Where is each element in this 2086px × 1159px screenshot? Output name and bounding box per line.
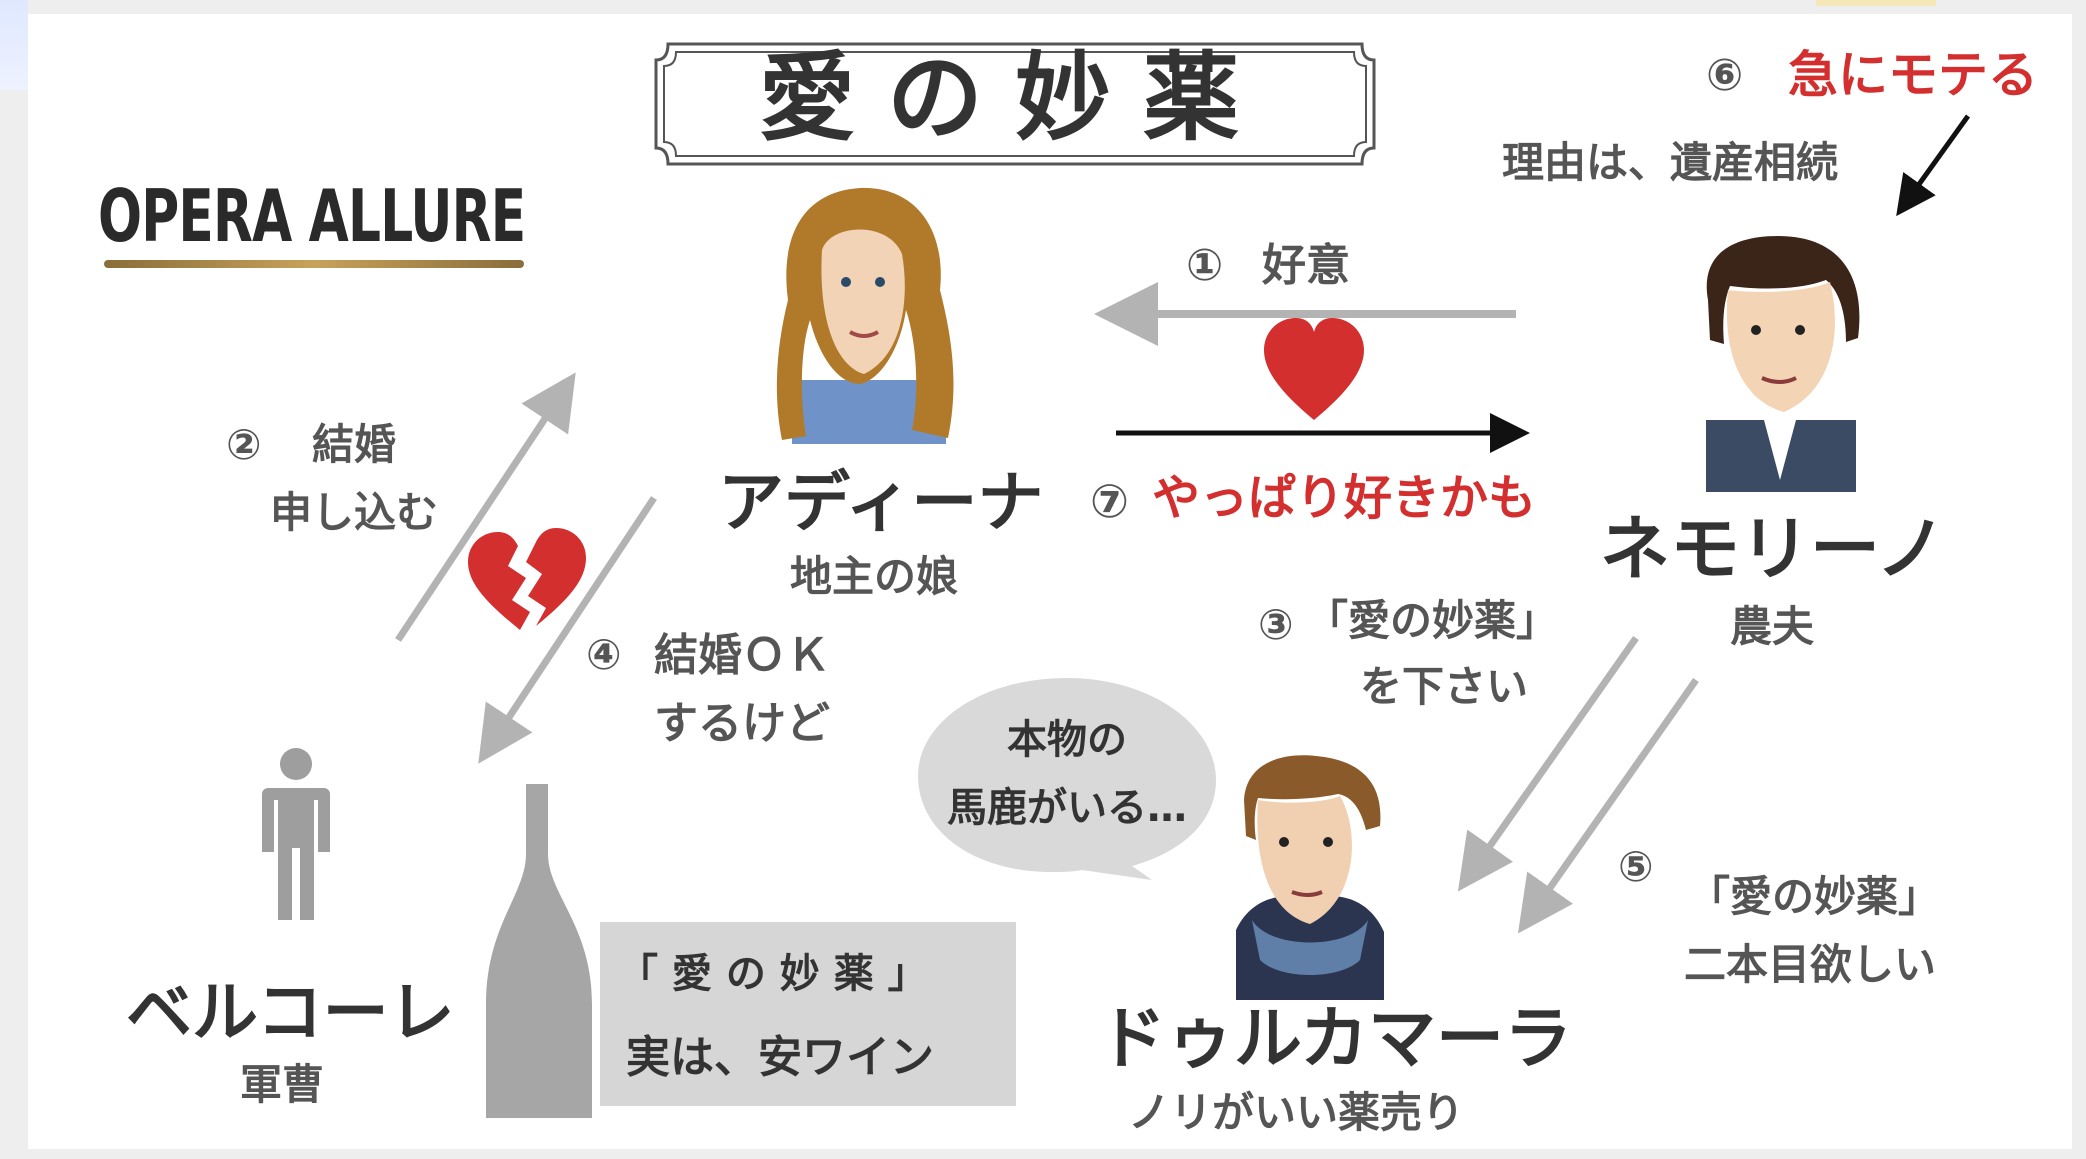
belcore-name: ベルコーレ xyxy=(126,974,455,1051)
adina-portrait xyxy=(776,187,954,444)
relation-5-line-2: 二本目欲しい xyxy=(1684,940,1937,989)
title-plaque xyxy=(654,42,1376,166)
arrow-second-bottle xyxy=(1517,677,1699,934)
relation-2-line-2: 申し込む xyxy=(270,488,439,537)
broken-heart-icon xyxy=(468,528,586,630)
arrow-proposal xyxy=(395,372,576,642)
person-icon xyxy=(262,748,330,920)
relation-3-number: ③ xyxy=(1258,600,1294,649)
relation-1-number: ① xyxy=(1186,240,1224,291)
relation-6-label: 急にモテる xyxy=(1788,46,2038,104)
relation-4-line-2: するけど xyxy=(654,698,830,749)
heart-icon xyxy=(1264,318,1364,420)
relation-1-label: 好意 xyxy=(1262,240,1350,291)
relation-3-line-2: を下さい xyxy=(1360,662,1529,711)
speech-line-2: 馬鹿がいる… xyxy=(947,785,1187,831)
dulcamara-role: ノリがいい薬売り xyxy=(1128,1088,1465,1137)
corner-accent xyxy=(1816,0,1936,6)
dulcamara-portrait xyxy=(1236,755,1384,1000)
nemorino-role: 農夫 xyxy=(1730,602,1815,651)
dulcamara-name: ドゥルカマーラ xyxy=(1098,1000,1572,1079)
speech-line-1: 本物の xyxy=(1007,717,1127,763)
wine-note-line-2: 実は、安ワイン xyxy=(626,1032,934,1083)
relation-4-line-1: 結婚ＯＫ xyxy=(654,630,830,681)
relation-6-reason: 理由は、遺産相続 xyxy=(1502,138,1839,187)
wine-note-line-1: 「 愛 の 妙 薬 」 xyxy=(618,951,928,997)
speech-bubble xyxy=(918,678,1216,880)
page-title: 愛の妙薬 xyxy=(759,42,1271,154)
relation-3-line-1: 「愛の妙薬」 xyxy=(1306,596,1559,645)
relation-5-number: ⑤ xyxy=(1618,842,1654,891)
logo-underline xyxy=(104,260,524,268)
arrow-request-potion xyxy=(1457,635,1639,892)
adina-name: アディーナ xyxy=(718,464,1044,541)
opera-allure-logo: OPERA ALLURE xyxy=(98,174,526,258)
adina-role: 地主の娘 xyxy=(790,552,959,601)
relation-7-number: ⑦ xyxy=(1090,474,1129,528)
arrow-sudden-popularity xyxy=(1896,114,1971,217)
relation-6-number: ⑥ xyxy=(1706,50,1744,101)
relation-4-number: ④ xyxy=(586,630,622,679)
relation-5-line-1: 「愛の妙薬」 xyxy=(1688,872,1941,921)
wine-bottle-icon xyxy=(486,784,592,1118)
diagram-canvas xyxy=(28,14,2072,1149)
arrow-marriage-ok xyxy=(478,496,657,764)
relation-2-line-1: 結婚 xyxy=(312,420,397,469)
wine-note-box xyxy=(600,922,1016,1106)
nemorino-portrait xyxy=(1706,236,1860,492)
relation-2-number: ② xyxy=(226,420,262,469)
corner-accent xyxy=(0,0,28,90)
relation-7-label: やっぱり好きかも xyxy=(1152,470,1537,526)
nemorino-name: ネモリーノ xyxy=(1600,508,1946,590)
belcore-role: 軍曹 xyxy=(240,1060,325,1109)
